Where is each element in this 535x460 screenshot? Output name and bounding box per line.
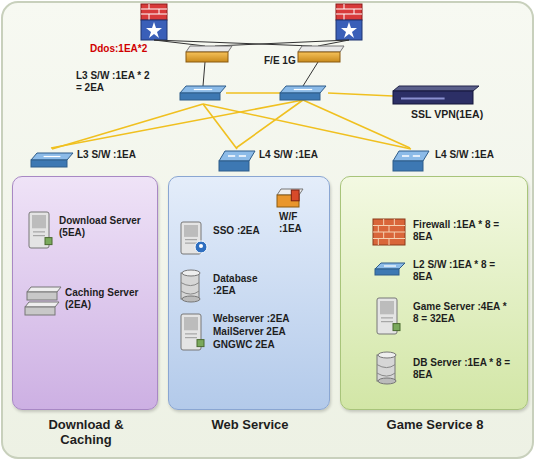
vpn-icon [393, 86, 479, 104]
srv-icon [27, 211, 53, 249]
zone-panel: Download & CachingL3 S/W :1EADownload Se… [12, 176, 158, 410]
sw-icon [180, 86, 226, 100]
zone-panel: Web ServiceL4 S/W :1EAW/F :1EASSO :2EADa… [168, 176, 330, 410]
switch-node: L2 S/W :1EA * 8 = 8EA [373, 259, 523, 289]
fw-icon [373, 219, 405, 245]
device-label: SSL VPN(1EA) [411, 108, 483, 120]
zone-heading: Download & Caching [31, 417, 141, 447]
switch-node: L4 S/W :1EA [219, 149, 329, 179]
database-node: DB Server :1EA * 8 = 8EA [373, 351, 523, 391]
sso-icon [179, 221, 205, 255]
switch-node: L3 S/W :1EA [31, 149, 146, 179]
ddos-appliance [186, 46, 232, 62]
zone-heading: Game Service 8 [350, 417, 520, 432]
device-label: L4 S/W :1EA [259, 149, 318, 161]
network-link [328, 93, 393, 96]
device-label: L2 S/W :1EA * 8 = 8EA [413, 259, 513, 283]
server-node: Caching Server (2EA) [25, 283, 155, 331]
network-link [203, 104, 411, 149]
device-label: L4 S/W :1EA [435, 149, 494, 161]
device-label: DB Server :1EA * 8 = 8EA [413, 357, 513, 381]
wf-icon [277, 189, 303, 207]
router-icon [336, 4, 362, 40]
device-label: Firewall :1EA * 8 = 8EA [413, 219, 513, 243]
server-node: SSO :2EA [179, 221, 279, 257]
device-label: SSO :2EA [213, 225, 260, 237]
device-label: Webserver :2EA [213, 313, 290, 325]
zone-panel: Game Service 8L4 S/W :1EAFirewall :1EA *… [340, 176, 528, 410]
srv-icon [179, 313, 205, 351]
router-icon [141, 4, 167, 40]
zone-heading: Web Service [180, 417, 320, 432]
device-label: GNGWC 2EA [213, 339, 275, 351]
sw-icon [375, 263, 405, 275]
uplink-wires [51, 93, 410, 148]
device-label: L3 S/W :1EA [77, 149, 136, 161]
db-icon [375, 351, 401, 385]
l4-icon [219, 151, 255, 171]
device-label: W/F :1EA [279, 211, 319, 235]
ddos-appliance [298, 46, 344, 62]
device-label: Caching Server (2EA) [65, 287, 139, 311]
database-node: Database :2EA [179, 269, 289, 305]
db-icon [179, 269, 205, 303]
device-label: Download Server (5EA) [59, 215, 147, 239]
device-label: Game Server :4EA * 8 = 32EA [413, 301, 513, 325]
firewall-node: W/F :1EA [273, 189, 325, 238]
cache-icon [25, 287, 61, 317]
server-node: Download Server (5EA) [27, 211, 152, 255]
sw-icon [280, 86, 326, 100]
firewall-node: Firewall :1EA * 8 = 8EA [373, 217, 523, 251]
srv-icon [375, 297, 401, 335]
switch-group: L3 S/W :1EA * 2 = 2EA [76, 68, 328, 104]
sw-icon [31, 153, 73, 167]
network-link [52, 104, 203, 149]
device-label: Database :2EA [213, 273, 283, 297]
server-node: Game Server :4EA * 8 = 32EA [373, 297, 523, 339]
link-label: F/E 1G [264, 55, 296, 67]
server-node: Webserver :2EAMailServer 2EAGNGWC 2EA [179, 313, 324, 393]
ddos-label: Ddos:1EA*2 [90, 43, 147, 55]
vpn-device: SSL VPN(1EA) [393, 86, 518, 126]
l4-icon [393, 151, 429, 171]
device-label: MailServer 2EA [213, 326, 286, 338]
switch-node: L4 S/W :1EA [393, 149, 523, 179]
device-label: L3 S/W :1EA * 2 = 2EA [76, 70, 158, 94]
